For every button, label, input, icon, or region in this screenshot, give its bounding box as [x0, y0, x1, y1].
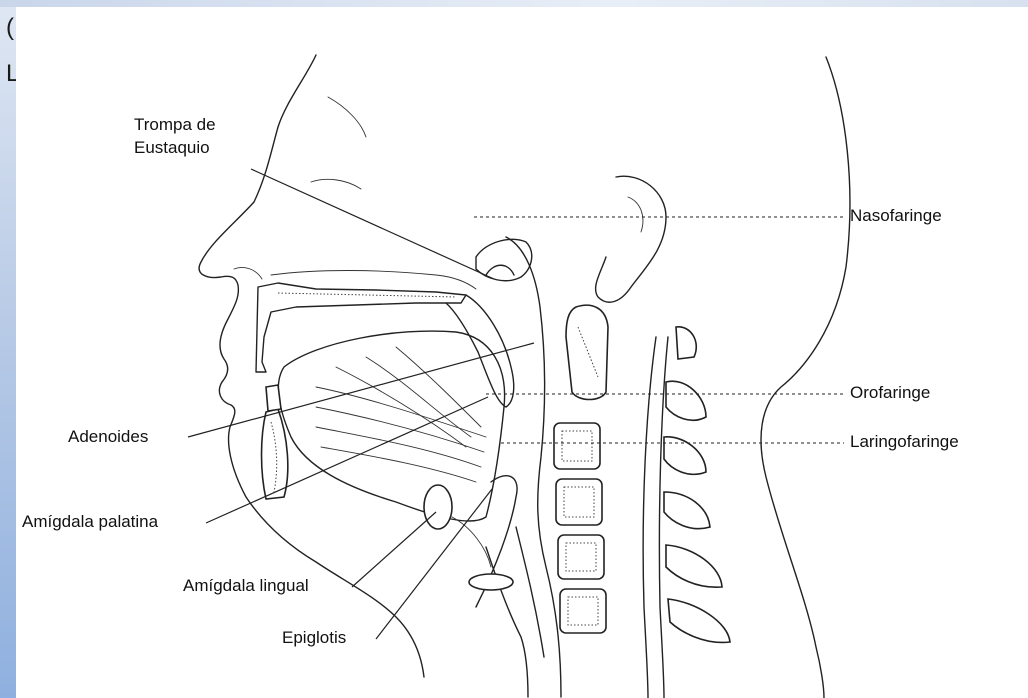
amigdala-lingual-leader-line: [352, 512, 436, 587]
label-laringofaringe: Laringofaringe: [850, 432, 959, 452]
spinous-process-1: [676, 327, 696, 359]
larynx-outline: [486, 547, 528, 697]
incisor-tooth: [266, 385, 281, 411]
label-epiglotis: Epiglotis: [282, 628, 346, 648]
forehead-crease: [328, 97, 366, 137]
tongue-outline: [278, 331, 504, 521]
back-of-head-outline: [761, 57, 850, 698]
label-orofaringe: Orofaringe: [850, 383, 930, 403]
spinous-process-6: [668, 599, 730, 642]
slide-top-strip: [0, 0, 1028, 7]
pharynx-diagram-figure: Trompa de Eustaquio Nasofaringe Orofarin…: [16, 7, 1028, 698]
lingual-tonsil: [424, 485, 452, 529]
spinous-process-5: [666, 545, 722, 587]
pharyngeal-wall: [506, 237, 561, 697]
ear-outline: [596, 176, 666, 302]
thyroid-cartilage: [469, 574, 513, 590]
slide-title-fragment-1: (: [6, 14, 14, 42]
spinal-canal-front: [643, 337, 656, 698]
label-nasofaringe: Nasofaringe: [850, 206, 942, 226]
nostril-detail: [234, 267, 262, 279]
label-trompa-line2: Eustaquio: [134, 138, 210, 158]
hard-palate-bone: [256, 283, 466, 372]
label-adenoides: Adenoides: [68, 427, 148, 447]
label-amigdala-lingual: Amígdala lingual: [183, 576, 309, 596]
eye-region-line: [311, 179, 361, 189]
eustachian-tube-opening: [486, 265, 514, 275]
spinous-process-2: [666, 381, 706, 420]
trompa-leader-line: [251, 169, 494, 279]
spinous-process-4: [664, 492, 710, 529]
pharynx-sagittal-illustration: [16, 7, 1028, 698]
label-trompa-line1: Trompa de: [134, 115, 216, 135]
vertebra-c2: [566, 305, 608, 399]
label-amigdala-palatina: Amígdala palatina: [22, 512, 158, 532]
adenoides-leader-line: [188, 343, 534, 437]
